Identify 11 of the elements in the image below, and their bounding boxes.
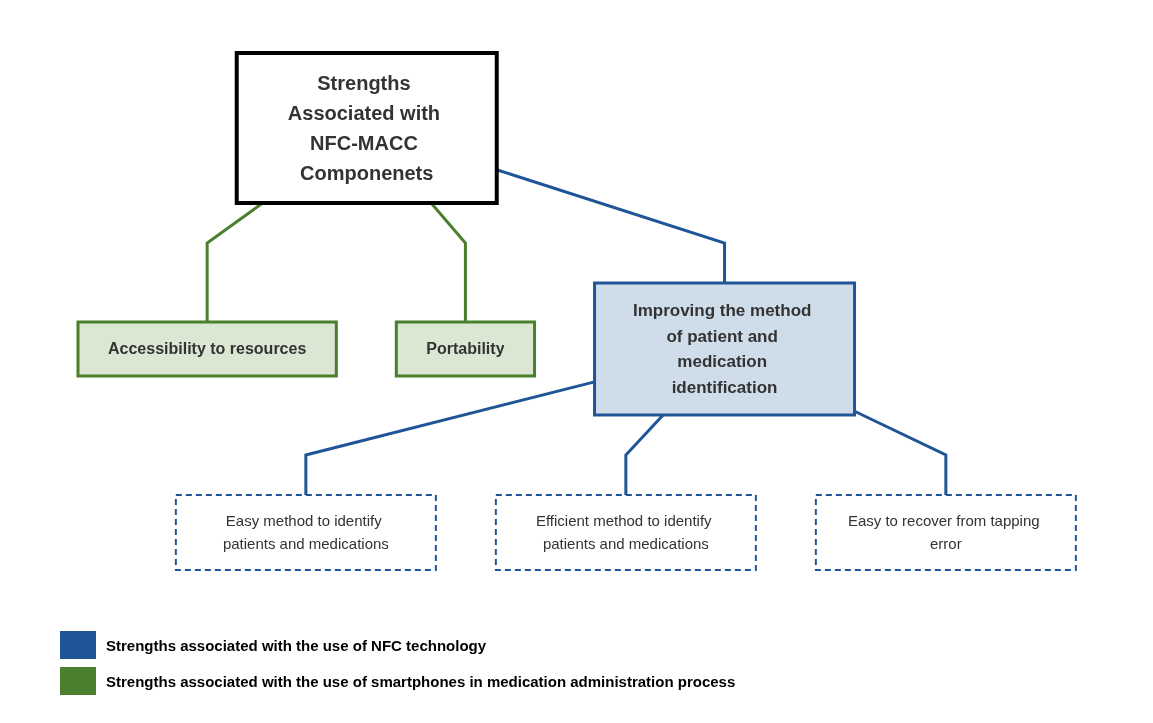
node-box: Accessibility to resources <box>76 320 338 378</box>
node-box: Improving the method of patient and medication identification <box>592 281 856 417</box>
node-box: Efficient method to identify patients and medications <box>494 494 757 571</box>
connector <box>303 380 595 495</box>
legend-text: Strengths associated with the use of smartphones in medication administration process <box>106 672 736 690</box>
node-box: Strengths Associated with NFC-MACC Componenets <box>234 51 499 205</box>
connector <box>853 409 947 495</box>
node-box: Easy to recover from tapping error <box>814 494 1077 571</box>
node-box: Easy method to identify patients and medications <box>174 494 437 571</box>
node-box: Portability <box>394 320 536 378</box>
legend-text: Strengths associated with the use of NFC technology <box>106 636 487 654</box>
